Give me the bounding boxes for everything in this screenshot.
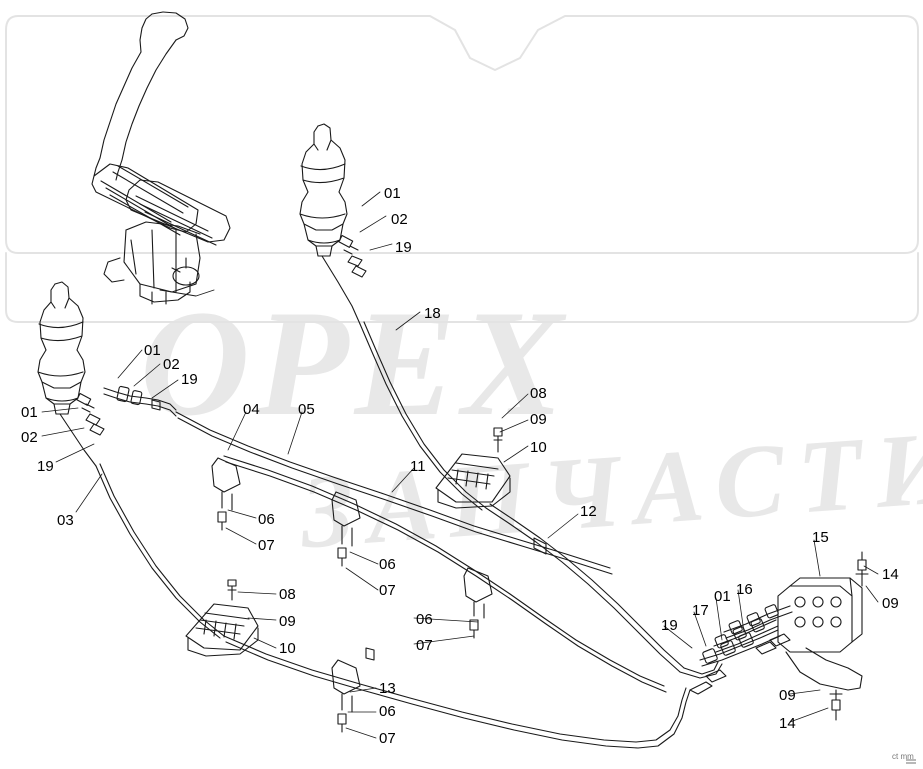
callout-13: 13 [379,680,396,697]
callout-06-a: 06 [258,511,275,528]
callout-09-d: 09 [779,687,796,704]
callout-15: 15 [812,529,829,546]
callout-07-c: 07 [416,637,433,654]
callout-01-b: 01 [144,342,161,359]
callout-19-a: 19 [395,239,412,256]
callout-14-b: 14 [779,715,796,732]
callout-06-d: 06 [379,703,396,720]
callout-03: 03 [57,512,74,529]
callout-10-a: 10 [530,439,547,456]
callout-04: 04 [243,401,260,418]
callout-19-c: 19 [37,458,54,475]
callout-01-c: 01 [21,404,38,421]
callout-10-b: 10 [279,640,296,657]
callout-07-d: 07 [379,730,396,747]
callout-18: 18 [424,305,441,322]
callout-09-c: 09 [882,595,899,612]
callout-12: 12 [580,503,597,520]
callout-05: 05 [298,401,315,418]
callout-02-a: 02 [391,211,408,228]
callout-06-b: 06 [379,556,396,573]
watermark-text: OPEX [140,279,570,447]
callout-01-a: 01 [384,185,401,202]
callout-16: 16 [736,581,753,598]
callout-11: 11 [410,458,426,475]
callout-08-b: 08 [279,586,296,603]
callout-01-d: 01 [714,588,731,605]
callout-14-a: 14 [882,566,899,583]
callout-07-b: 07 [379,582,396,599]
callout-19-d: 19 [661,617,678,634]
callout-06-c: 06 [416,611,433,628]
callout-19-b: 19 [181,371,198,388]
callout-02-b: 02 [163,356,180,373]
corner-note: ct mm [892,752,914,761]
callout-02-c: 02 [21,429,38,446]
callout-08-a: 08 [530,385,547,402]
callout-17: 17 [692,602,709,619]
callout-09-b: 09 [279,613,296,630]
callout-07-a: 07 [258,537,275,554]
callout-09-a: 09 [530,411,547,428]
